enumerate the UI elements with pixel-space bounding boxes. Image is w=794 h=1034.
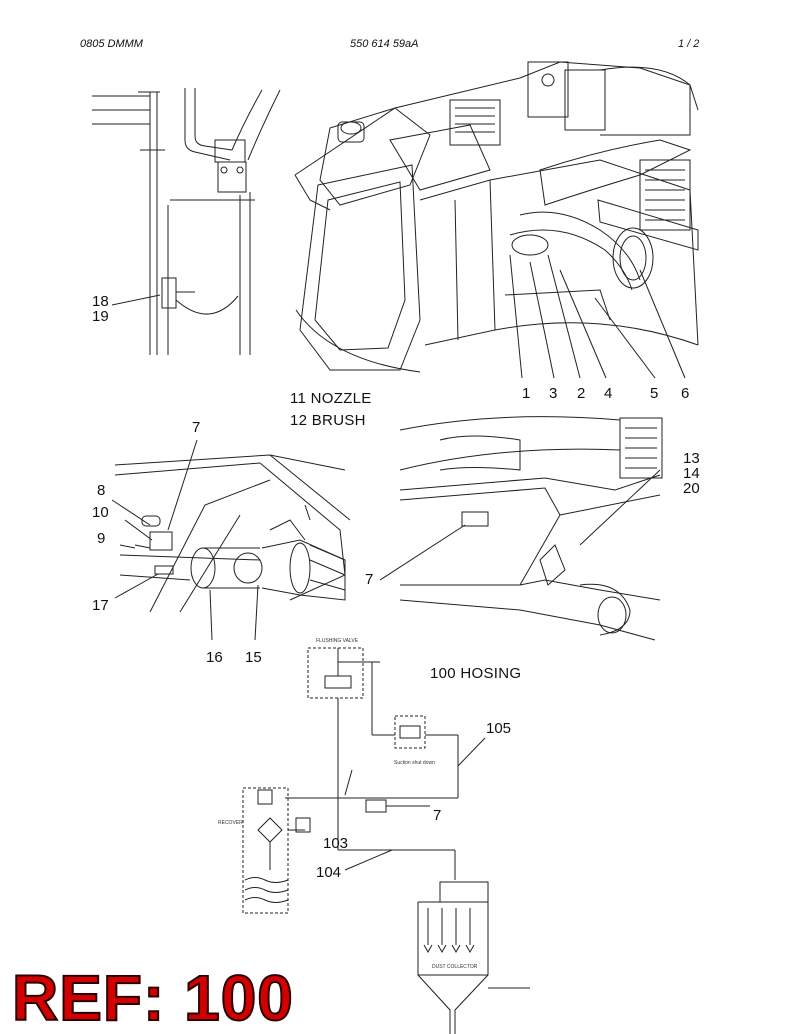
detail-panel-nozzle xyxy=(111,439,351,641)
callout-6: 6 xyxy=(681,385,690,402)
callout-7-frame: 7 xyxy=(365,571,374,588)
hosing-schematic xyxy=(242,647,530,1034)
callout-19: 19 xyxy=(92,308,109,325)
callout-16: 16 xyxy=(206,649,223,666)
callout-104: 104 xyxy=(316,864,342,881)
callout-1: 1 xyxy=(522,385,531,402)
callout-7-schematic: 7 xyxy=(433,807,442,824)
header-doc-code: 0805 DMMM xyxy=(80,38,143,50)
header-part-number: 550 614 59aA xyxy=(350,38,419,50)
label-flushing-valve: FLUSHING VALVE xyxy=(316,638,359,644)
callout-15: 15 xyxy=(245,649,262,666)
callout-9: 9 xyxy=(97,530,106,547)
callout-14: 14 xyxy=(683,465,700,482)
callout-17: 17 xyxy=(92,597,109,614)
callout-103: 103 xyxy=(323,835,349,852)
callout-4: 4 xyxy=(604,385,613,402)
ref-stamp: REF: 100 xyxy=(11,962,294,1034)
detail-panel-frame xyxy=(379,416,663,641)
label-dust-collector: DUST COLLECTOR xyxy=(432,964,478,970)
callout-20: 20 xyxy=(683,480,700,497)
callout-8: 8 xyxy=(97,482,106,499)
callout-7-nozzle: 7 xyxy=(192,419,201,436)
detail-panel-hose-mount xyxy=(92,88,281,355)
callout-18: 18 xyxy=(92,293,109,310)
machine-cab-overview xyxy=(294,61,699,379)
label-suction-shut-down: Suction shut down xyxy=(394,760,435,766)
label-recover: RECOVER xyxy=(218,820,243,826)
callout-13: 13 xyxy=(683,450,700,467)
callout-5: 5 xyxy=(650,385,659,402)
header-page-number: 1 / 2 xyxy=(678,38,700,50)
callout-2: 2 xyxy=(577,385,586,402)
callout-3: 3 xyxy=(549,385,558,402)
callout-105: 105 xyxy=(486,720,512,737)
caption-nozzle: 11 NOZZLE xyxy=(290,390,372,407)
caption-hosing: 100 HOSING xyxy=(430,665,522,682)
callout-10: 10 xyxy=(92,504,109,521)
caption-brush: 12 BRUSH xyxy=(290,412,366,429)
